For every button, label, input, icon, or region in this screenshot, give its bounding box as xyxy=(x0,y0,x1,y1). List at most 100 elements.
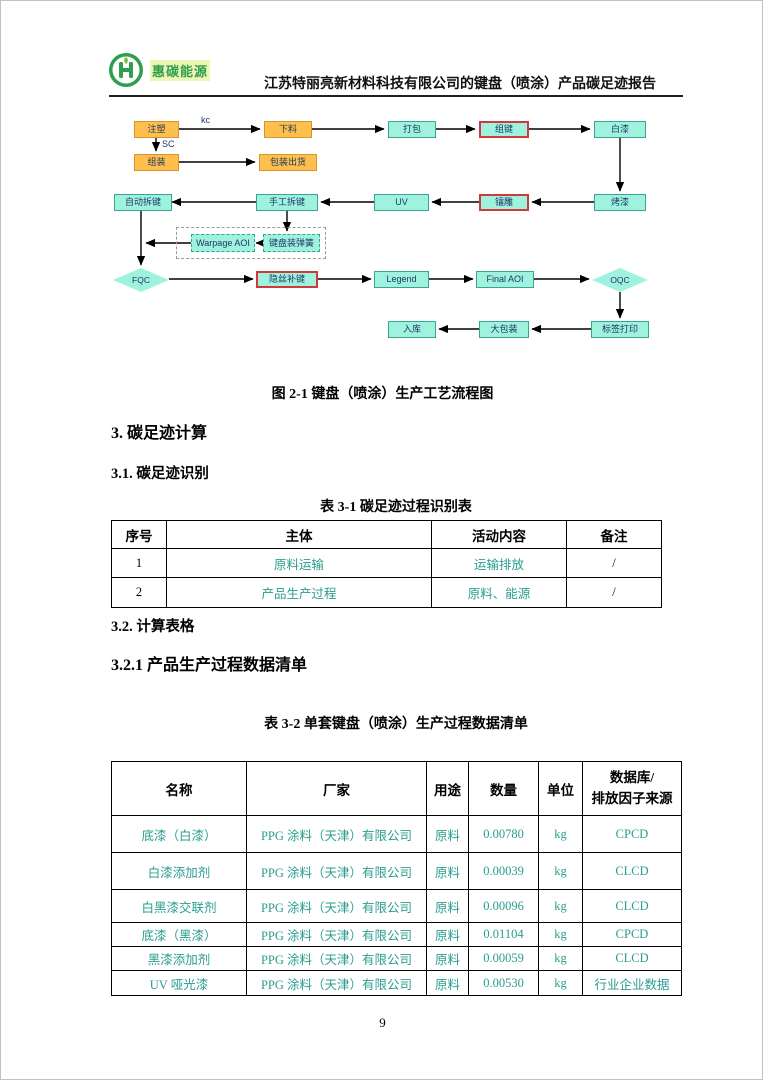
t2-cell: UV 哑光漆 xyxy=(111,970,247,996)
table-3-1-title: 表 3-1 碳足迹过程识别表 xyxy=(320,500,472,515)
t1-header-remark: 备注 xyxy=(566,520,662,549)
table-row: 序号 主体 活动内容 备注 xyxy=(111,520,662,549)
t2-header-unit: 单位 xyxy=(538,761,583,816)
t1-cell: / xyxy=(566,548,662,578)
t2-cell: kg xyxy=(538,815,583,853)
t2-cell: 黑漆添加剂 xyxy=(111,946,247,971)
t2-cell: CLCD xyxy=(582,889,682,923)
t2-cell: PPG 涂料（天津）有限公司 xyxy=(246,922,427,947)
page-number: 9 xyxy=(379,1015,386,1030)
t2-cell: PPG 涂料（天津）有限公司 xyxy=(246,815,427,853)
flowchart-node-white-paint: 白漆 xyxy=(594,121,646,138)
t2-cell: CLCD xyxy=(582,946,682,971)
flowchart-node-packing: 打包 xyxy=(388,121,436,138)
table-row: 底漆（黑漆） PPG 涂料（天津）有限公司 原料 0.01104 kg CPCD xyxy=(111,922,682,947)
flowchart-node-uv: UV xyxy=(374,194,429,211)
flowchart-node-final-aoi: Final AOI xyxy=(476,271,534,288)
t2-header-source: 数据库/ 排放因子来源 xyxy=(582,761,682,816)
t2-header-maker: 厂家 xyxy=(246,761,427,816)
t2-cell: 原料 xyxy=(426,852,469,890)
t2-cell: kg xyxy=(538,852,583,890)
heading-3-2: 3.2. 计算表格 xyxy=(111,619,195,635)
t1-cell: 2 xyxy=(111,577,167,608)
t2-cell: 0.01104 xyxy=(468,922,539,947)
flowchart-node-key-repair: 隐丝补键 xyxy=(256,271,318,288)
t2-cell: CPCD xyxy=(582,815,682,853)
flowchart-node-cutting: 下料 xyxy=(264,121,312,138)
table-3-1: 序号 主体 活动内容 备注 1 原料运输 运输排放 / 2 产品生产过程 原料、… xyxy=(111,520,662,608)
t2-header-use: 用途 xyxy=(426,761,469,816)
t2-cell: 白漆添加剂 xyxy=(111,852,247,890)
flowchart-node-baking-paint: 烤漆 xyxy=(594,194,646,211)
company-logo: 惠碳能源 xyxy=(107,51,211,89)
flowchart-node-assembly: 组装 xyxy=(134,154,179,171)
t1-cell: 1 xyxy=(111,548,167,578)
flowchart-node-big-packing: 大包装 xyxy=(479,321,529,338)
edge-label-sc: SC xyxy=(162,139,175,149)
t2-cell: 0.00059 xyxy=(468,946,539,971)
t1-cell: 原料、能源 xyxy=(431,577,567,608)
t2-cell: kg xyxy=(538,922,583,947)
flowchart-node-laser-engraving: 镭雕 xyxy=(479,194,529,211)
figure-caption: 图 2-1 键盘（喷涂）生产工艺流程图 xyxy=(271,387,494,402)
edge-label-kc: kc xyxy=(201,115,210,125)
flowchart-node-manual-key-removal: 手工拆键 xyxy=(256,194,318,211)
t2-cell: 原料 xyxy=(426,889,469,923)
table-row: UV 哑光漆 PPG 涂料（天津）有限公司 原料 0.00530 kg 行业企业… xyxy=(111,970,682,996)
t2-header-quantity: 数量 xyxy=(468,761,539,816)
t2-cell: kg xyxy=(538,889,583,923)
table-row: 名称 厂家 用途 数量 单位 数据库/ 排放因子来源 xyxy=(111,761,682,816)
t2-cell: 0.00096 xyxy=(468,889,539,923)
document-title: 江苏特丽亮新材料科技有限公司的键盘（喷涂）产品碳足迹报告 xyxy=(264,77,656,92)
table-row: 白漆添加剂 PPG 涂料（天津）有限公司 原料 0.00039 kg CLCD xyxy=(111,852,682,890)
flowchart-node-pack-ship: 包装出货 xyxy=(259,154,317,171)
t2-cell: 原料 xyxy=(426,815,469,853)
t2-cell: CPCD xyxy=(582,922,682,947)
flowchart-arrows xyxy=(136,124,625,334)
t2-cell: 底漆（白漆） xyxy=(111,815,247,853)
t1-header-activity: 活动内容 xyxy=(431,520,567,549)
table-3-2: 名称 厂家 用途 数量 单位 数据库/ 排放因子来源 底漆（白漆） PPG 涂料… xyxy=(111,761,682,996)
t2-cell: 原料 xyxy=(426,946,469,971)
table-row: 底漆（白漆） PPG 涂料（天津）有限公司 原料 0.00780 kg CPCD xyxy=(111,815,682,853)
t1-header-subject: 主体 xyxy=(166,520,432,549)
flowchart-node-legend: Legend xyxy=(374,271,429,288)
flowchart-dashed-group xyxy=(176,227,326,259)
logo-text: 惠碳能源 xyxy=(150,59,211,81)
t2-cell: kg xyxy=(538,970,583,996)
t2-cell: CLCD xyxy=(582,852,682,890)
t2-cell: 原料 xyxy=(426,922,469,947)
t2-cell: 0.00530 xyxy=(468,970,539,996)
flowchart-node-warehouse: 入库 xyxy=(388,321,436,338)
t2-cell: PPG 涂料（天津）有限公司 xyxy=(246,852,427,890)
heading-3-2-1: 3.2.1 产品生产过程数据清单 xyxy=(111,657,308,674)
t2-header-name: 名称 xyxy=(111,761,247,816)
flowchart-node-injection: 注塑 xyxy=(134,121,179,138)
t2-cell: 底漆（黑漆） xyxy=(111,922,247,947)
t2-cell: 行业企业数据 xyxy=(582,970,682,996)
t1-cell: / xyxy=(566,577,662,608)
table-row: 2 产品生产过程 原料、能源 / xyxy=(111,577,662,608)
heading-3: 3. 碳足迹计算 xyxy=(111,425,208,442)
t1-cell: 运输排放 xyxy=(431,548,567,578)
table-row: 黑漆添加剂 PPG 涂料（天津）有限公司 原料 0.00059 kg CLCD xyxy=(111,946,682,971)
process-flowchart: kc SC 注塑 下料 打包 组键 白漆 组装 包装出货 自动拆键 手工拆键 U… xyxy=(96,113,691,358)
t2-cell: PPG 涂料（天津）有限公司 xyxy=(246,889,427,923)
heading-3-1: 3.1. 碳足迹识别 xyxy=(111,466,209,482)
flowchart-node-warpage-aoi: Warpage AOI xyxy=(191,234,255,252)
table-3-2-title: 表 3-2 单套键盘（喷涂）生产过程数据清单 xyxy=(264,717,528,732)
t1-cell: 原料运输 xyxy=(166,548,432,578)
t1-cell: 产品生产过程 xyxy=(166,577,432,608)
flowchart-node-label-printing: 标签打印 xyxy=(591,321,649,338)
flowchart-node-key-assembly: 组键 xyxy=(479,121,529,138)
t2-cell: 0.00780 xyxy=(468,815,539,853)
t2-cell: kg xyxy=(538,946,583,971)
t1-header-seq: 序号 xyxy=(111,520,167,549)
t2-cell: 原料 xyxy=(426,970,469,996)
logo-icon xyxy=(109,53,143,87)
table-row: 白黑漆交联剂 PPG 涂料（天津）有限公司 原料 0.00096 kg CLCD xyxy=(111,889,682,923)
header-divider xyxy=(109,95,683,97)
t2-cell: PPG 涂料（天津）有限公司 xyxy=(246,946,427,971)
t2-cell: PPG 涂料（天津）有限公司 xyxy=(246,970,427,996)
